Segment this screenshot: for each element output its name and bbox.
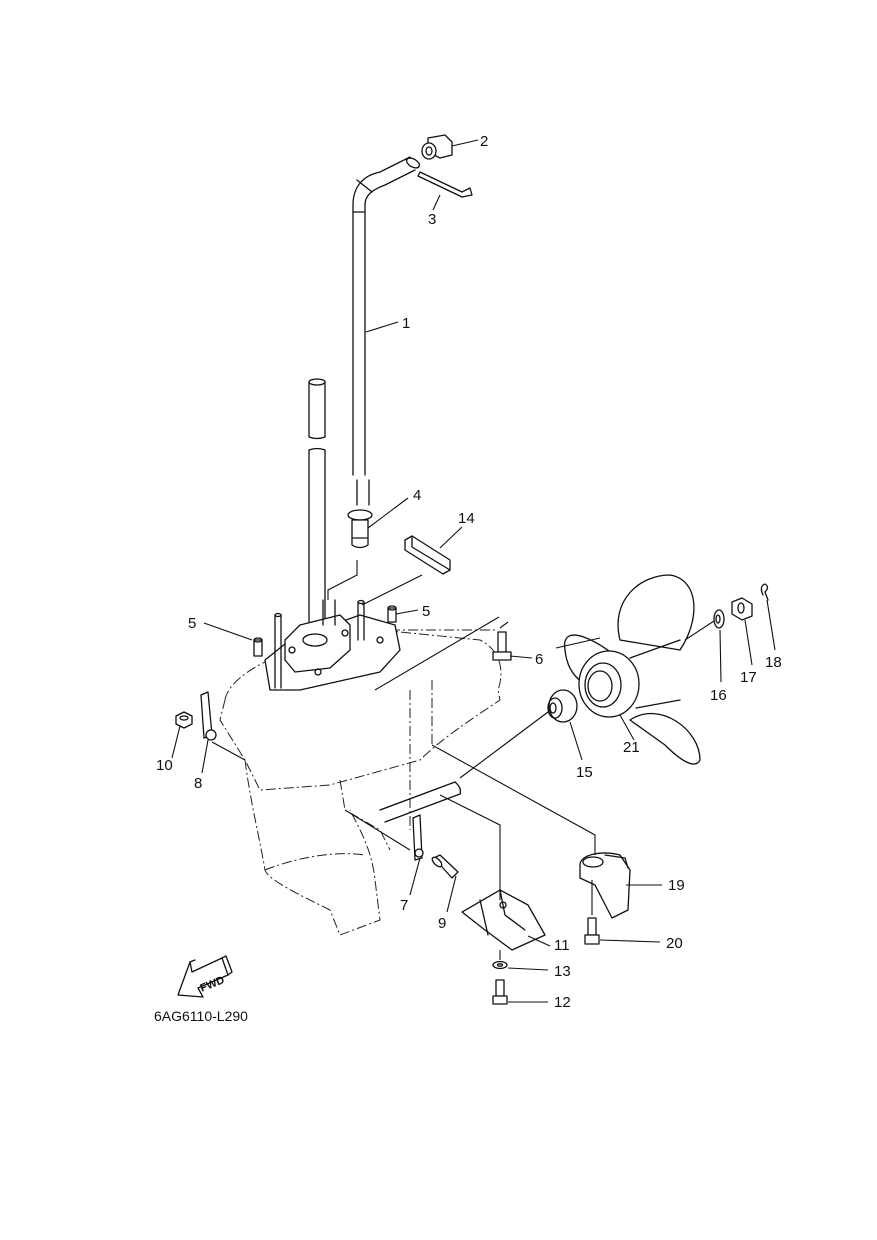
- spacer-15: [547, 689, 578, 723]
- water-pipe: [352, 156, 421, 476]
- callout-14: 14: [458, 510, 475, 527]
- callout-15: 15: [576, 764, 593, 781]
- dowel-pin-left: [253, 637, 263, 657]
- water-tube-seal: [347, 479, 373, 549]
- callout-4: 4: [413, 487, 421, 504]
- plate-7: [412, 814, 424, 861]
- trim-tab-19: [579, 852, 631, 919]
- grommet: [421, 134, 453, 160]
- drive-shaft: [308, 378, 326, 631]
- propeller: [564, 574, 701, 765]
- trim-tab-11: [461, 889, 546, 951]
- callout-21: 21: [623, 739, 640, 756]
- diagram-code: 6AG6110-L290: [154, 1008, 248, 1024]
- callout-8: 8: [194, 775, 202, 792]
- cotter-pin-18: [760, 583, 769, 601]
- callout-17: 17: [740, 669, 757, 686]
- callout-9: 9: [438, 915, 446, 932]
- callout-1: 1: [402, 315, 410, 332]
- callout-12: 12: [554, 994, 571, 1011]
- bolt-6: [492, 631, 512, 661]
- pump-base-plate: [264, 599, 401, 691]
- nut-17: [731, 597, 753, 621]
- callout-19: 19: [668, 877, 685, 894]
- bolt-12: [492, 979, 508, 1005]
- dowel-pin-right: [387, 605, 397, 623]
- callout-11: 11: [554, 937, 570, 954]
- plate-8: [200, 691, 217, 741]
- callout-5-right: 5: [422, 603, 430, 620]
- band-strap: [417, 171, 473, 198]
- alignment-lines: [211, 560, 715, 960]
- callout-2: 2: [480, 133, 488, 150]
- callout-18: 18: [765, 654, 782, 671]
- screw-9: [431, 854, 459, 879]
- callouts: 1 2 3 4 5 5 6 7 8 9 10 11 12 13 14 15 16…: [156, 133, 782, 1011]
- bolt-20: [584, 917, 600, 945]
- callout-7: 7: [400, 897, 408, 914]
- callout-5-left: 5: [188, 615, 196, 632]
- fwd-arrow-icon: FWD: [177, 955, 233, 998]
- bracket: [404, 535, 451, 575]
- washer-16: [713, 609, 725, 629]
- callout-3: 3: [428, 211, 436, 228]
- callout-leaders: [171, 139, 776, 1003]
- callout-6: 6: [535, 651, 543, 668]
- nut-10: [175, 711, 193, 729]
- callout-10: 10: [156, 757, 173, 774]
- callout-13: 13: [554, 963, 571, 980]
- washer-13: [492, 960, 508, 970]
- callout-20: 20: [666, 935, 683, 952]
- callout-16: 16: [710, 687, 727, 704]
